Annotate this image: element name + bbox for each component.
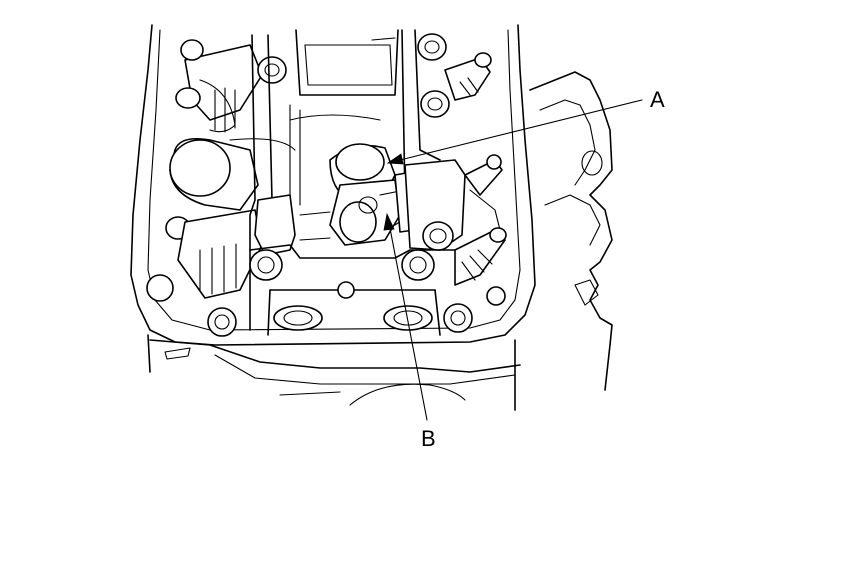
callout-label-b: B bbox=[421, 426, 436, 451]
callout-b-leader bbox=[387, 217, 428, 421]
center-lower-block bbox=[249, 221, 456, 336]
rocker-arm-right-lower bbox=[443, 154, 507, 333]
rocker-arm-left-upper bbox=[175, 39, 287, 133]
center-camshaft-assembly bbox=[254, 143, 466, 256]
callout-a-leader bbox=[391, 99, 643, 163]
camshaft-housing bbox=[249, 29, 441, 331]
callout-a-arrowhead bbox=[386, 153, 404, 165]
callout-label-a: A bbox=[650, 87, 665, 112]
callout-b-arrowhead bbox=[383, 212, 395, 231]
rocker-arm-right-upper bbox=[417, 33, 492, 118]
rocker-arm-left-lower bbox=[146, 209, 263, 337]
engine-block-right bbox=[529, 71, 613, 391]
leader-lines bbox=[383, 99, 643, 421]
head-frame bbox=[130, 24, 536, 411]
camshaft-left bbox=[169, 137, 296, 211]
